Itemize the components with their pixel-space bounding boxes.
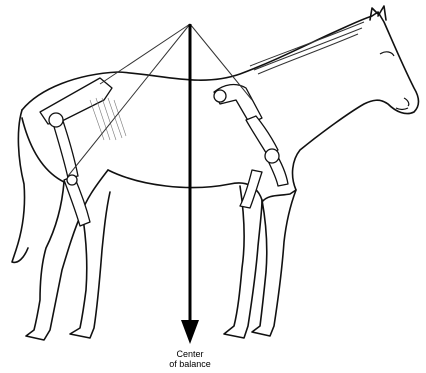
horse-mane xyxy=(250,22,364,74)
center-caption-line1: Center xyxy=(176,349,203,359)
center-of-balance-arrow xyxy=(181,24,199,344)
center-caption-line2: of balance xyxy=(169,359,211,369)
horse-face-details xyxy=(380,52,409,110)
fore-skeleton xyxy=(214,85,288,208)
hind-skeleton xyxy=(40,78,112,226)
